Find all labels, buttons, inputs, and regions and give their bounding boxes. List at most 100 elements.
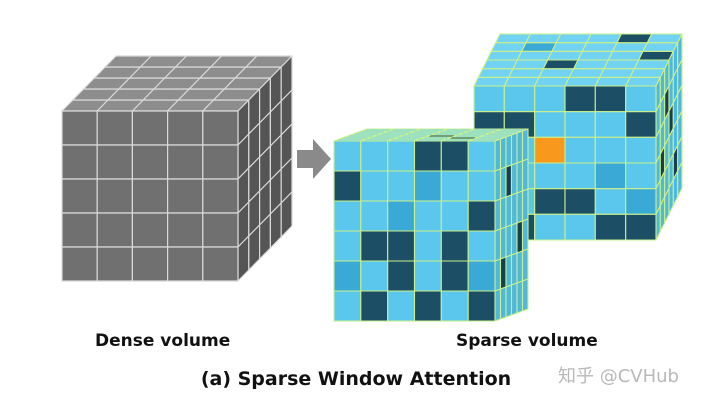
cube-cell-top: [568, 68, 605, 78]
cube-cell-front: [594, 85, 627, 113]
cube-cell-front: [467, 260, 496, 292]
cube-cell-side: [505, 254, 513, 288]
cube-cell-front: [625, 188, 657, 215]
cube-cell-front: [202, 144, 239, 180]
cube-cell-front: [333, 140, 362, 172]
cube-cell-front: [333, 200, 362, 232]
cube-cell-side: [280, 191, 293, 238]
cube-cell-front: [360, 170, 389, 202]
sparse-volume-cube-back: [473, 33, 683, 241]
cube-cell-side: [521, 248, 529, 282]
cube-cell-front: [594, 136, 627, 164]
cube-cell-front: [202, 110, 239, 146]
cube-cell-top: [534, 76, 570, 87]
cube-cell-front: [467, 200, 496, 232]
cube-cell-side: [521, 278, 529, 312]
cube-cell-side: [510, 132, 518, 166]
cube-cell-front: [594, 188, 627, 215]
sparse-volume-cube-front: [333, 128, 529, 322]
cube-cell-top: [503, 76, 540, 87]
cube-cell-side: [516, 220, 524, 254]
cube-cell-front: [625, 162, 657, 190]
cube-cell-front: [360, 290, 389, 322]
cube-cell-side: [494, 258, 502, 292]
cube-cell-front: [202, 246, 239, 282]
cube-cell-front: [534, 111, 566, 138]
cube-cell-side: [521, 158, 529, 192]
cube-cell-top: [629, 68, 666, 78]
cube-cell-front: [534, 85, 566, 113]
cube-cell-side: [505, 284, 513, 318]
cube-cell-top: [642, 42, 679, 52]
cube-cell-front: [96, 144, 133, 180]
cube-cell-front: [625, 136, 657, 164]
cube-cell-top: [603, 59, 640, 70]
sparse-volume-label: Sparse volume: [456, 331, 598, 351]
cube-cell-front: [167, 212, 204, 248]
cube-cell-top: [581, 42, 618, 52]
cube-cell-front: [534, 162, 566, 190]
cube-cell-front: [333, 260, 362, 292]
cube-cell-side: [677, 161, 683, 198]
cube-cell-side: [510, 192, 518, 226]
watermark: 知乎 @CVHub: [558, 366, 679, 387]
cube-cell-top: [586, 33, 622, 44]
cube-cell-top: [482, 59, 518, 70]
cube-cell-top: [551, 42, 588, 52]
cube-cell-top: [512, 59, 549, 70]
cube-cell-side: [505, 194, 513, 228]
cube-cell-top: [538, 68, 575, 78]
cube-cell-top: [638, 50, 674, 61]
cube-cell-top: [633, 59, 670, 70]
cube-cell-front: [61, 178, 98, 214]
cube-cell-front: [413, 170, 442, 202]
cube-cell-front: [61, 212, 98, 248]
cube-cell-top: [573, 59, 609, 70]
cube-cell-front: [534, 213, 566, 241]
cube-cell-top: [495, 33, 531, 44]
cube-cell-top: [607, 50, 644, 61]
cube-cell-front: [333, 230, 362, 262]
cube-cell-front: [167, 246, 204, 282]
cube-cell-front: [625, 85, 657, 113]
cube-cell-side: [505, 134, 513, 168]
cube-cell-side: [499, 196, 507, 230]
cube-cell-side: [505, 164, 513, 198]
cube-cell-front: [625, 213, 657, 241]
cube-cell-top: [486, 50, 523, 61]
cube-cell-front: [413, 260, 442, 292]
cube-cell-side: [521, 188, 529, 222]
cube-cell-front: [503, 85, 536, 113]
cube-cell-side: [516, 190, 524, 224]
cube-cell-top: [625, 76, 661, 87]
cube-cell-side: [499, 166, 507, 200]
cube-cell-front: [413, 290, 442, 322]
cube-cell-front: [467, 170, 496, 202]
cube-cell-top: [516, 50, 553, 61]
cube-cell-front: [440, 200, 469, 232]
cube-cell-front: [131, 212, 169, 248]
cube-cell-front: [440, 290, 469, 322]
cube-cell-top: [594, 76, 631, 87]
figure-caption: (a) Sparse Window Attention: [200, 368, 512, 390]
cube-cell-front: [333, 170, 362, 202]
cube-cell-front: [61, 246, 98, 282]
cube-cell-front: [594, 213, 627, 241]
cube-cell-front: [564, 85, 596, 113]
right-arrow-icon: [297, 139, 331, 179]
cube-cell-front: [131, 246, 169, 282]
cube-cell-front: [440, 170, 469, 202]
cube-cell-front: [594, 111, 627, 138]
cube-cell-front: [534, 188, 566, 215]
cube-cell-top: [612, 42, 648, 52]
cube-cell-side: [494, 168, 502, 202]
cube-cell-front: [564, 162, 596, 190]
cube-cell-front: [131, 144, 169, 180]
cube-cell-front: [473, 85, 505, 113]
cube-cell-front: [387, 260, 416, 292]
cube-cell-front: [61, 144, 98, 180]
cube-cell-front: [467, 290, 496, 322]
cube-cell-side: [521, 128, 529, 162]
cube-cell-front: [387, 230, 416, 262]
